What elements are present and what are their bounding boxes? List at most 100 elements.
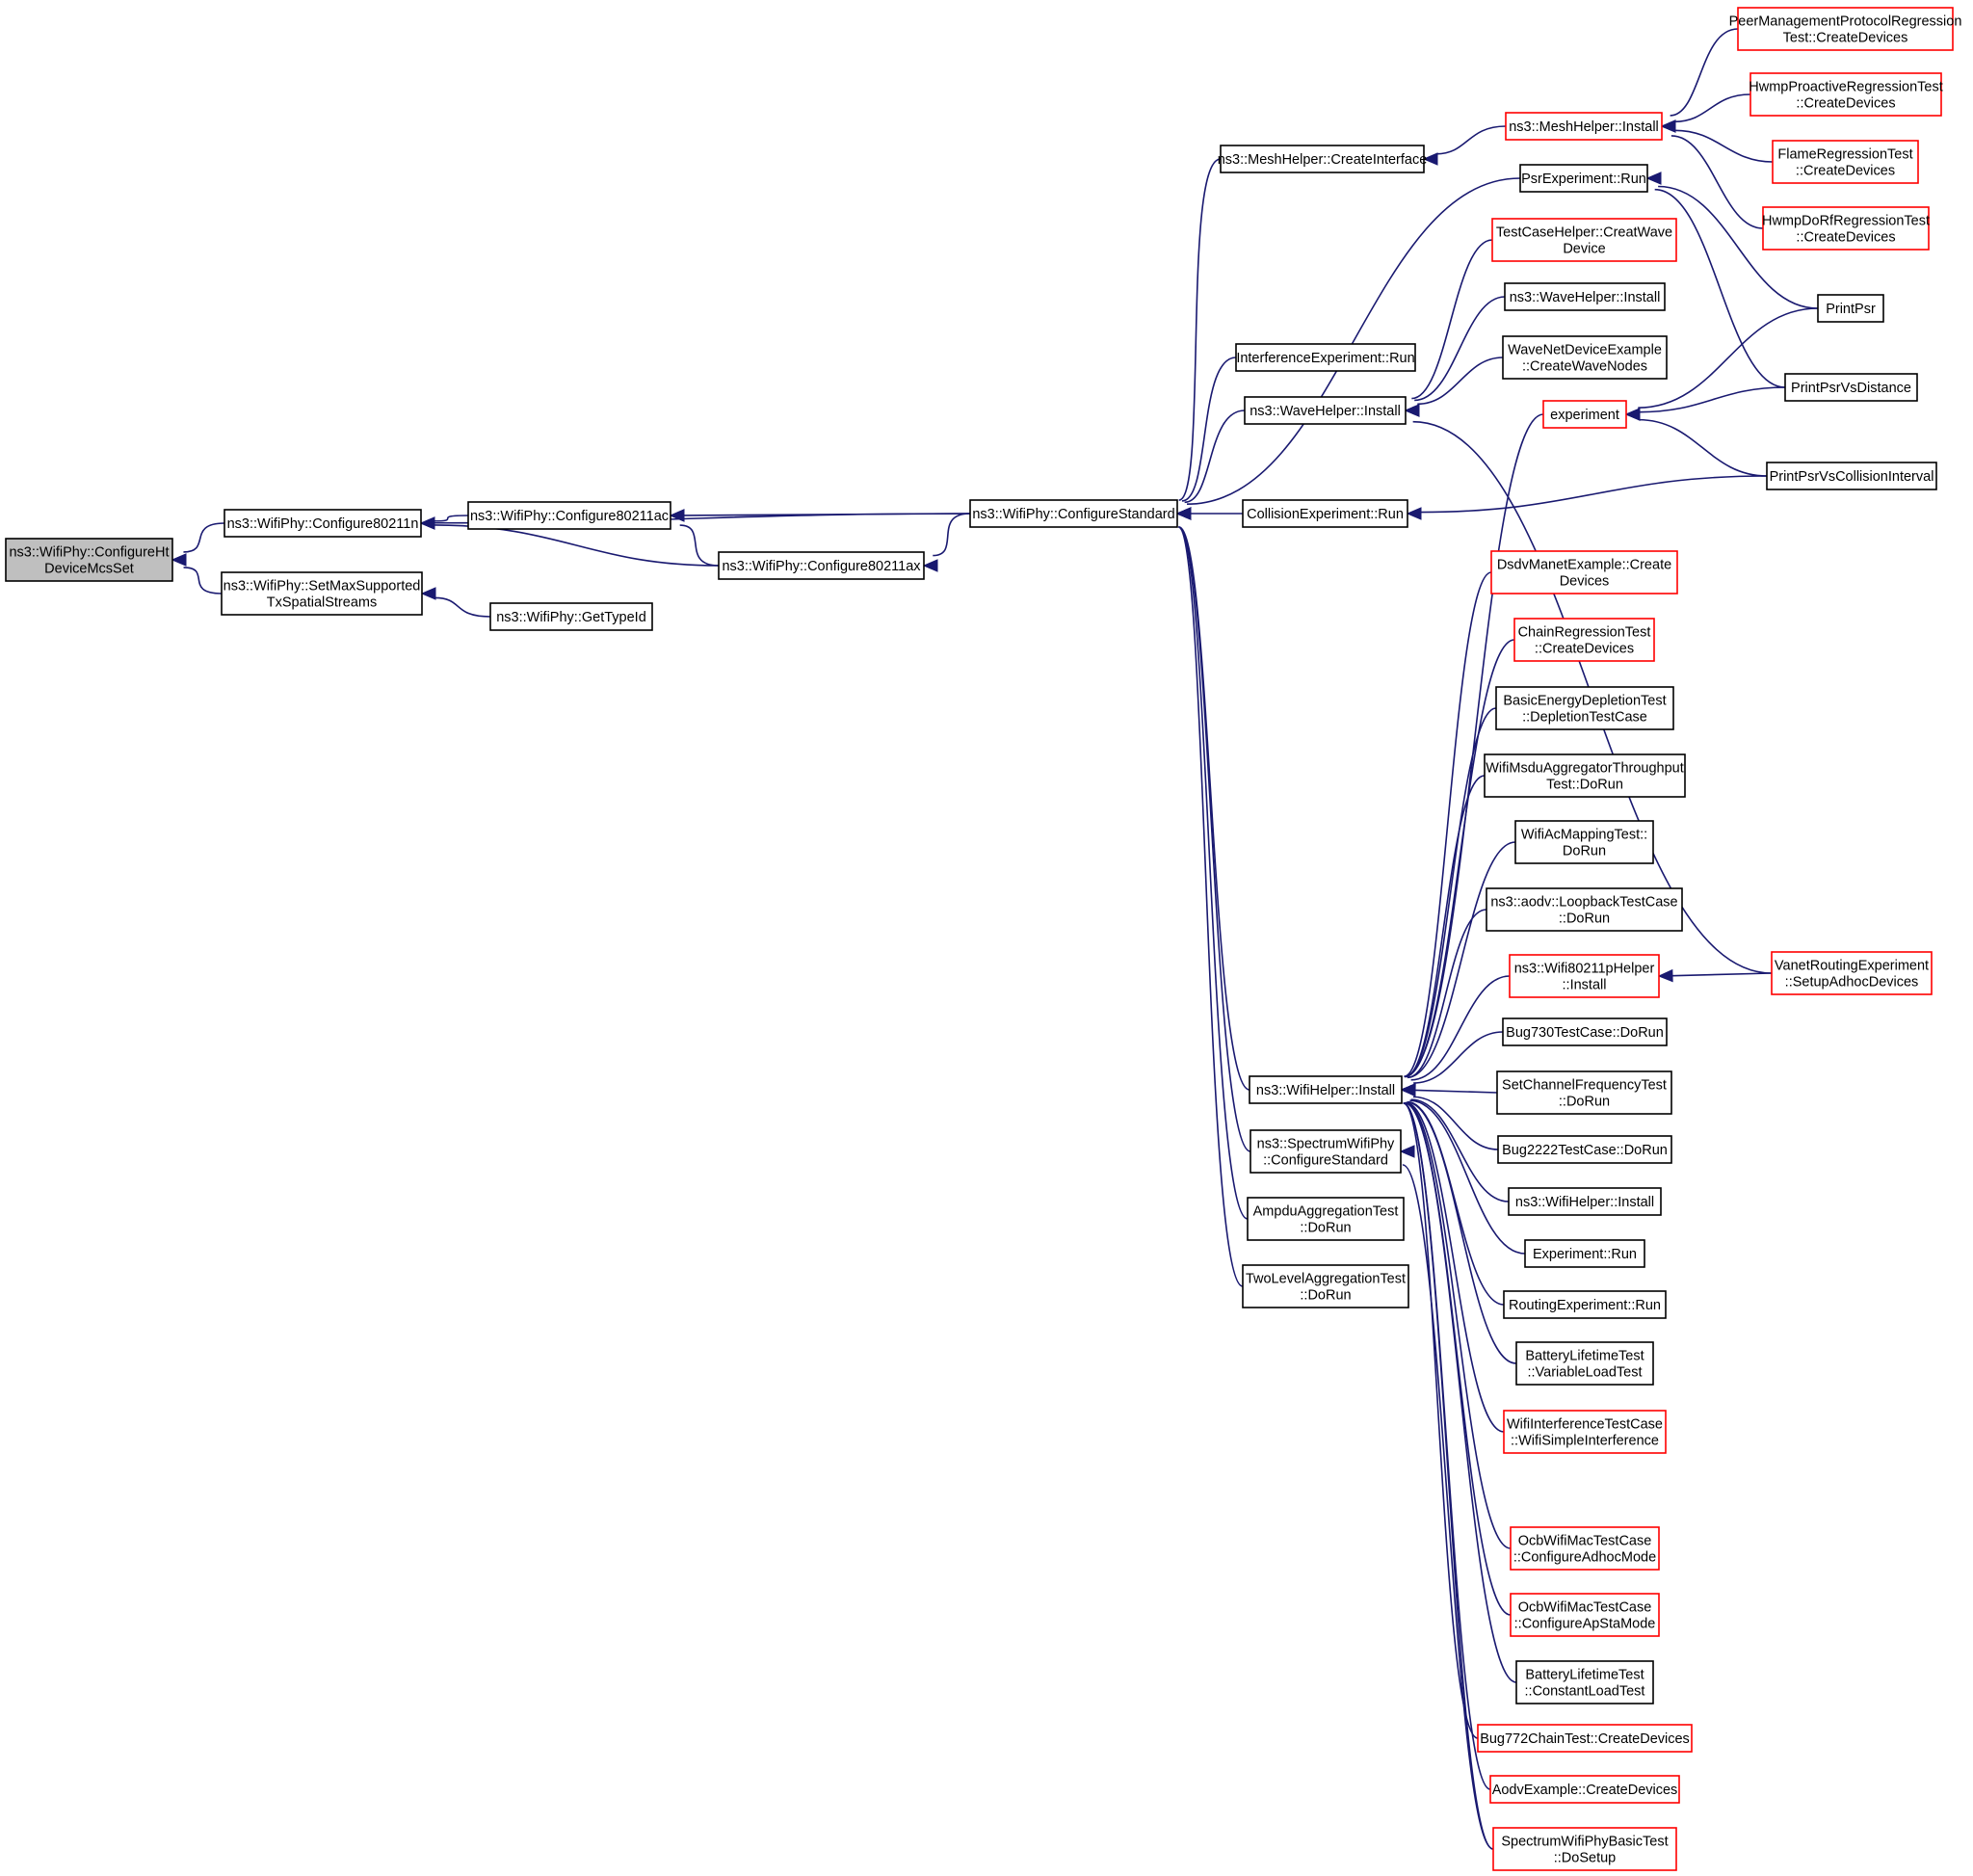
- node-box[interactable]: [969, 499, 1178, 528]
- node-box[interactable]: [1250, 1129, 1402, 1174]
- node-box[interactable]: [1784, 373, 1918, 402]
- node-box[interactable]: [1502, 1017, 1668, 1046]
- node-box[interactable]: [1486, 887, 1683, 932]
- node-twolvl[interactable]: TwoLevelAggregationTest::DoRun: [1242, 1264, 1409, 1308]
- node-c11n[interactable]: ns3::WifiPhy::Configure80211n: [224, 509, 422, 538]
- node-pmpr[interactable]: PeerManagementProtocolRegressionTest::Cr…: [1729, 7, 1962, 51]
- node-bltvl[interactable]: BatteryLifetimeTest::VariableLoadTest: [1515, 1341, 1654, 1386]
- node-box[interactable]: [718, 551, 925, 580]
- node-box[interactable]: [1244, 396, 1407, 425]
- node-wfhi2[interactable]: ns3::WifiHelper::Install: [1508, 1187, 1662, 1216]
- node-box[interactable]: [1524, 1239, 1645, 1268]
- node-box[interactable]: [1503, 1410, 1667, 1454]
- node-mhi[interactable]: ns3::MeshHelper::Install: [1505, 112, 1663, 141]
- node-witc[interactable]: WifiInterferenceTestCase::WifiSimpleInte…: [1503, 1410, 1667, 1454]
- node-box[interactable]: [1484, 753, 1686, 798]
- node-box[interactable]: [1502, 335, 1668, 380]
- node-wacmap[interactable]: WifiAcMappingTest::DoRun: [1514, 820, 1654, 864]
- node-swcs[interactable]: ns3::SpectrumWifiPhy::ConfigureStandard: [1250, 1129, 1402, 1174]
- node-cerun[interactable]: CollisionExperiment::Run: [1242, 499, 1408, 528]
- node-wvhi[interactable]: ns3::WaveHelper::Install: [1244, 396, 1407, 425]
- node-flame[interactable]: FlameRegressionTest::CreateDevices: [1772, 140, 1919, 184]
- node-ocbad[interactable]: OcbWifiMacTestCase::ConfigureAdhocMode: [1510, 1526, 1660, 1571]
- node-box[interactable]: [1817, 294, 1884, 323]
- node-box[interactable]: [1477, 1724, 1693, 1753]
- node-swpb[interactable]: SpectrumWifiPhyBasicTest::DoSetup: [1492, 1827, 1677, 1871]
- node-vanet[interactable]: VanetRoutingExperiment::SetupAdhocDevice…: [1771, 951, 1933, 995]
- node-box[interactable]: [1220, 145, 1425, 173]
- node-box[interactable]: [221, 571, 423, 616]
- node-b2222[interactable]: Bug2222TestCase::DoRun: [1497, 1135, 1672, 1164]
- node-ppvd[interactable]: PrintPsrVsDistance: [1784, 373, 1918, 402]
- node-box[interactable]: [1492, 1827, 1677, 1871]
- node-dsdv[interactable]: DsdvManetExample::CreateDevices: [1490, 550, 1678, 595]
- node-box[interactable]: [489, 602, 653, 631]
- node-box[interactable]: [1515, 1660, 1654, 1704]
- node-box[interactable]: [1247, 1197, 1405, 1241]
- node-box[interactable]: [1242, 1264, 1409, 1308]
- node-box[interactable]: [5, 538, 173, 582]
- node-box[interactable]: [1491, 218, 1677, 262]
- node-wvhi2[interactable]: ns3::WaveHelper::Install: [1504, 282, 1666, 311]
- node-ppvci[interactable]: PrintPsrVsCollisionInterval: [1766, 462, 1937, 490]
- node-box[interactable]: [1249, 1075, 1403, 1104]
- node-box[interactable]: [1503, 1290, 1667, 1319]
- node-c11ac[interactable]: ns3::WifiPhy::Configure80211ac: [467, 501, 671, 530]
- node-box[interactable]: [1749, 72, 1942, 117]
- node-cstd[interactable]: ns3::WifiPhy::ConfigureStandard: [969, 499, 1178, 528]
- node-rtexp[interactable]: RoutingExperiment::Run: [1503, 1290, 1667, 1319]
- node-aodvex[interactable]: AodvExample::CreateDevices: [1489, 1775, 1680, 1804]
- node-box[interactable]: [1771, 951, 1933, 995]
- node-ampdu[interactable]: AmpduAggregationTest::DoRun: [1247, 1197, 1405, 1241]
- node-box[interactable]: [1235, 343, 1416, 372]
- node-w11p[interactable]: ns3::Wifi80211pHelper::Install: [1509, 954, 1660, 998]
- node-bltcl[interactable]: BatteryLifetimeTest::ConstantLoadTest: [1515, 1660, 1654, 1704]
- node-box[interactable]: [1737, 7, 1954, 51]
- node-box[interactable]: [1496, 1070, 1672, 1115]
- node-box[interactable]: [467, 501, 671, 530]
- node-box[interactable]: [1242, 499, 1408, 528]
- node-exprun[interactable]: Experiment::Run: [1524, 1239, 1645, 1268]
- node-bedt[interactable]: BasicEnergyDepletionTest::DepletionTestC…: [1495, 686, 1674, 730]
- node-box[interactable]: [224, 509, 422, 538]
- node-box[interactable]: [1508, 1187, 1662, 1216]
- node-ppsr[interactable]: PrintPsr: [1817, 294, 1884, 323]
- node-box[interactable]: [1766, 462, 1937, 490]
- node-hwmpd[interactable]: HwmpDoRfRegressionTest::CreateDevices: [1762, 206, 1930, 251]
- node-box[interactable]: [1489, 1775, 1680, 1804]
- node-box[interactable]: [1510, 1593, 1660, 1637]
- node-box[interactable]: [1519, 164, 1648, 193]
- node-aodvlb[interactable]: ns3::aodv::LoopbackTestCase::DoRun: [1486, 887, 1683, 932]
- node-mhci[interactable]: ns3::MeshHelper::CreateInterface: [1218, 145, 1428, 173]
- node-scft[interactable]: SetChannelFrequencyTest::DoRun: [1496, 1070, 1672, 1115]
- node-c11ax[interactable]: ns3::WifiPhy::Configure80211ax: [718, 551, 925, 580]
- node-chain[interactable]: ChainRegressionTest::CreateDevices: [1513, 618, 1655, 662]
- node-box[interactable]: [1490, 550, 1678, 595]
- node-hwmpp[interactable]: HwmpProactiveRegressionTest::CreateDevic…: [1749, 72, 1943, 117]
- node-box[interactable]: [1497, 1135, 1672, 1164]
- node-box[interactable]: [1772, 140, 1919, 184]
- node-box[interactable]: [1513, 618, 1655, 662]
- node-smss[interactable]: ns3::WifiPhy::SetMaxSupportedTxSpatialSt…: [221, 571, 423, 616]
- node-expt[interactable]: experiment: [1542, 400, 1627, 429]
- node-box[interactable]: [1515, 1341, 1654, 1386]
- node-box[interactable]: [1495, 686, 1674, 730]
- node-box[interactable]: [1542, 400, 1627, 429]
- node-box[interactable]: [1762, 206, 1930, 251]
- node-box[interactable]: [1514, 820, 1654, 864]
- node-wndcwn[interactable]: WaveNetDeviceExample::CreateWaveNodes: [1502, 335, 1668, 380]
- node-ierun[interactable]: InterferenceExperiment::Run: [1235, 343, 1416, 372]
- node-box[interactable]: [1505, 112, 1663, 141]
- node-gtid[interactable]: ns3::WifiPhy::GetTypeId: [489, 602, 653, 631]
- node-wfhi[interactable]: ns3::WifiHelper::Install: [1249, 1075, 1403, 1104]
- node-box[interactable]: [1510, 1526, 1660, 1571]
- node-box[interactable]: [1504, 282, 1666, 311]
- node-b772[interactable]: Bug772ChainTest::CreateDevices: [1477, 1724, 1693, 1753]
- node-ocbap[interactable]: OcbWifiMacTestCase::ConfigureApStaMode: [1510, 1593, 1660, 1637]
- node-b730[interactable]: Bug730TestCase::DoRun: [1502, 1017, 1668, 1046]
- node-psrrun[interactable]: PsrExperiment::Run: [1519, 164, 1648, 193]
- node-box[interactable]: [1509, 954, 1660, 998]
